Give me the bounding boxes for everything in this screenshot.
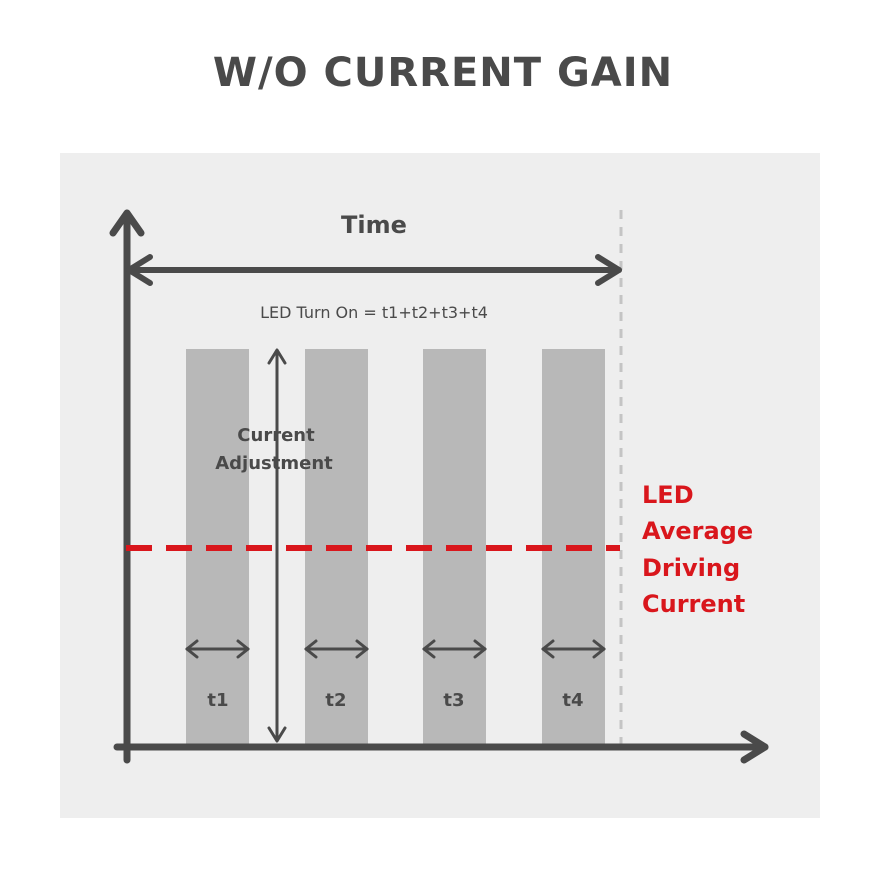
time-label: Time (341, 211, 407, 239)
width-arrow-t1 (185, 639, 250, 659)
diagram-title: W/O CURRENT GAIN (212, 50, 674, 96)
current-adjustment-arrow (267, 348, 287, 743)
average-current-label-line4: Current (642, 590, 745, 618)
average-current-label-line3: Driving (642, 554, 740, 582)
led-turn-on-label: LED Turn On = t1+t2+t3+t4 (260, 303, 488, 322)
pulse-label-t2: t2 (325, 690, 346, 711)
time-span-arrow (126, 254, 622, 286)
y-axis (109, 209, 145, 764)
average-current-label-line2: Average (642, 517, 753, 545)
average-current-label-line1: LED (642, 481, 694, 509)
width-arrow-t2 (304, 639, 369, 659)
pulse-label-t1: t1 (207, 690, 228, 711)
current-adjustment-label-line2: Adjustment (215, 453, 333, 474)
x-axis (113, 730, 769, 764)
current-adjustment-label-line1: Current (237, 425, 315, 446)
width-arrow-t3 (422, 639, 487, 659)
pulse-label-t4: t4 (562, 690, 583, 711)
width-arrow-t4 (541, 639, 606, 659)
pulse-label-t3: t3 (443, 690, 464, 711)
